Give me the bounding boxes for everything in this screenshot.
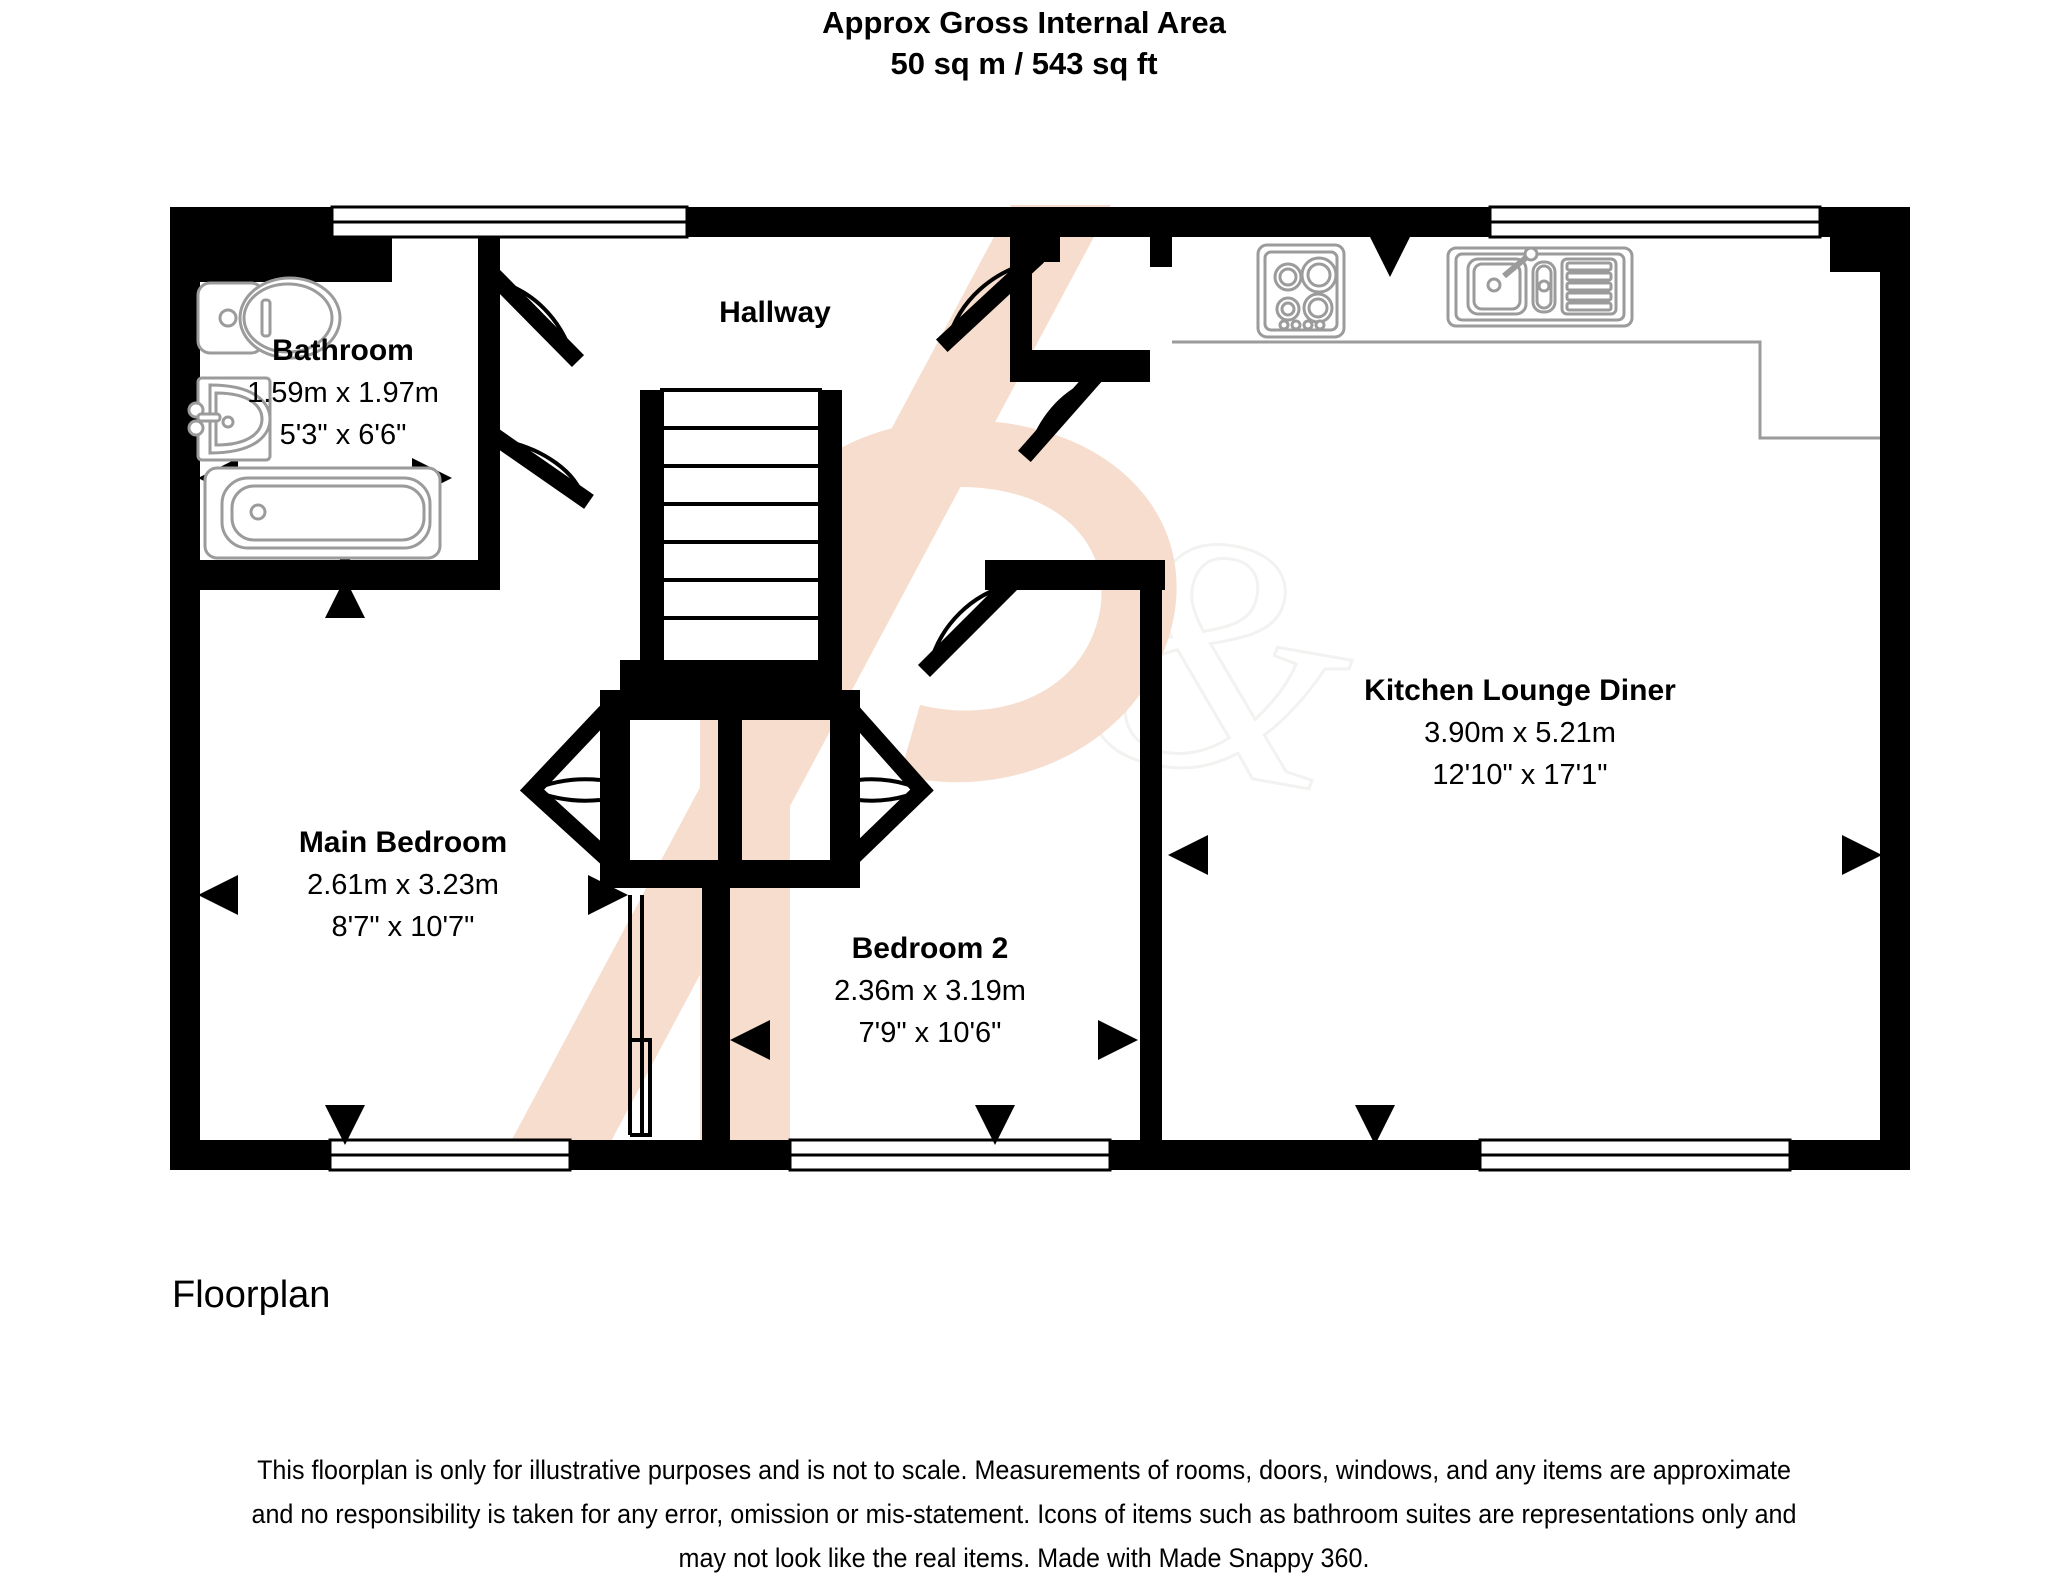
main-bedroom-dim-imperial: 8'7" x 10'7" [331, 911, 475, 943]
door-bathroom-lower [488, 428, 594, 509]
window-kitchen-bottom [1478, 1138, 1792, 1172]
bathroom-dim-imperial: 5'3" x 6'6" [279, 419, 407, 451]
hallway-name: Hallway [719, 296, 831, 329]
door-closet-right [845, 705, 934, 865]
disclaimer-line-3: may not look like the real items. Made w… [678, 1543, 1370, 1573]
room-label-bedroom-2: Bedroom 2 2.36m x 3.19m 7'9" x 10'6" [740, 928, 1120, 1054]
arrow-down-kitchen-bottom [1355, 1105, 1395, 1145]
door-entrance [935, 249, 1045, 353]
door-closet-left [519, 705, 613, 865]
bathtub-icon [203, 466, 442, 560]
floorplan-caption: Floorplan [172, 1274, 331, 1316]
bathroom-name: Bathroom [272, 334, 414, 367]
kitchen-lounge-diner-dim-metric: 3.90m x 5.21m [1424, 717, 1616, 749]
arrow-down-main-bedroom [325, 1105, 365, 1145]
room-label-main-bedroom: Main Bedroom 2.61m x 3.23m 8'7" x 10'7" [178, 822, 628, 948]
arrow-right-main-bedroom [588, 875, 628, 915]
windows-group [328, 205, 1822, 1172]
door-bathroom-upper [487, 269, 585, 368]
window-bathroom-top [330, 205, 689, 239]
arrow-left-kitchen [1168, 835, 1208, 875]
header: Approx Gross Internal Area 50 sq m / 543… [0, 0, 2048, 84]
room-label-hallway: Hallway [605, 292, 945, 334]
staircase-icon [660, 388, 822, 664]
arrow-down-kitchen-top [1370, 237, 1410, 277]
arrow-right-bedroom2 [1098, 1020, 1138, 1060]
kitchen-sink-icon [1446, 246, 1634, 328]
bedroom-2-name: Bedroom 2 [851, 932, 1009, 965]
arrow-left-main-bedroom [198, 875, 238, 915]
window-main-bedroom-bottom [328, 1138, 572, 1172]
room-label-bathroom: Bathroom 1.59m x 1.97m 5'3" x 6'6" [183, 330, 503, 456]
main-bedroom-dim-metric: 2.61m x 3.23m [307, 869, 499, 901]
bathroom-dim-metric: 1.59m x 1.97m [247, 377, 439, 409]
disclaimer-line-1: This floorplan is only for illustrative … [257, 1455, 1791, 1485]
bedroom-2-dim-imperial: 7'9" x 10'6" [858, 1017, 1002, 1049]
door-main-bedroom [628, 895, 652, 1137]
gross-internal-area-title: Approx Gross Internal Area [822, 5, 1226, 40]
disclaimer: This floorplan is only for illustrative … [72, 1448, 1977, 1580]
disclaimer-line-2: and no responsibility is taken for any e… [251, 1499, 1797, 1529]
hob-icon [1256, 243, 1346, 339]
arrow-down-bedroom2 [975, 1105, 1015, 1145]
door-kitchen [917, 572, 1023, 678]
kitchen-worktop [1172, 340, 1880, 440]
gross-internal-area-value: 50 sq m / 543 sq ft [890, 46, 1158, 81]
kitchen-lounge-diner-name: Kitchen Lounge Diner [1364, 674, 1676, 707]
main-bedroom-name: Main Bedroom [298, 826, 508, 859]
room-label-kitchen-lounge-diner: Kitchen Lounge Diner 3.90m x 5.21m 12'10… [1190, 670, 1850, 796]
arrow-down-bathroom-top [325, 240, 365, 280]
window-kitchen-top [1488, 205, 1822, 239]
wash-basin-icon [187, 376, 272, 462]
window-bedroom2-bottom [788, 1138, 1112, 1172]
door-hall-kitchen-upper [1018, 370, 1102, 462]
kitchen-lounge-diner-dim-imperial: 12'10" x 17'1" [1432, 759, 1608, 791]
arrow-up-bathroom-below [325, 578, 365, 618]
arrow-right-kitchen [1842, 835, 1882, 875]
toilet-icon [196, 276, 342, 360]
bedroom-2-dim-metric: 2.36m x 3.19m [834, 975, 1026, 1007]
interior-walls [200, 237, 1172, 1160]
arrow-left-bedroom2 [730, 1020, 770, 1060]
doors-group [487, 249, 1102, 1137]
